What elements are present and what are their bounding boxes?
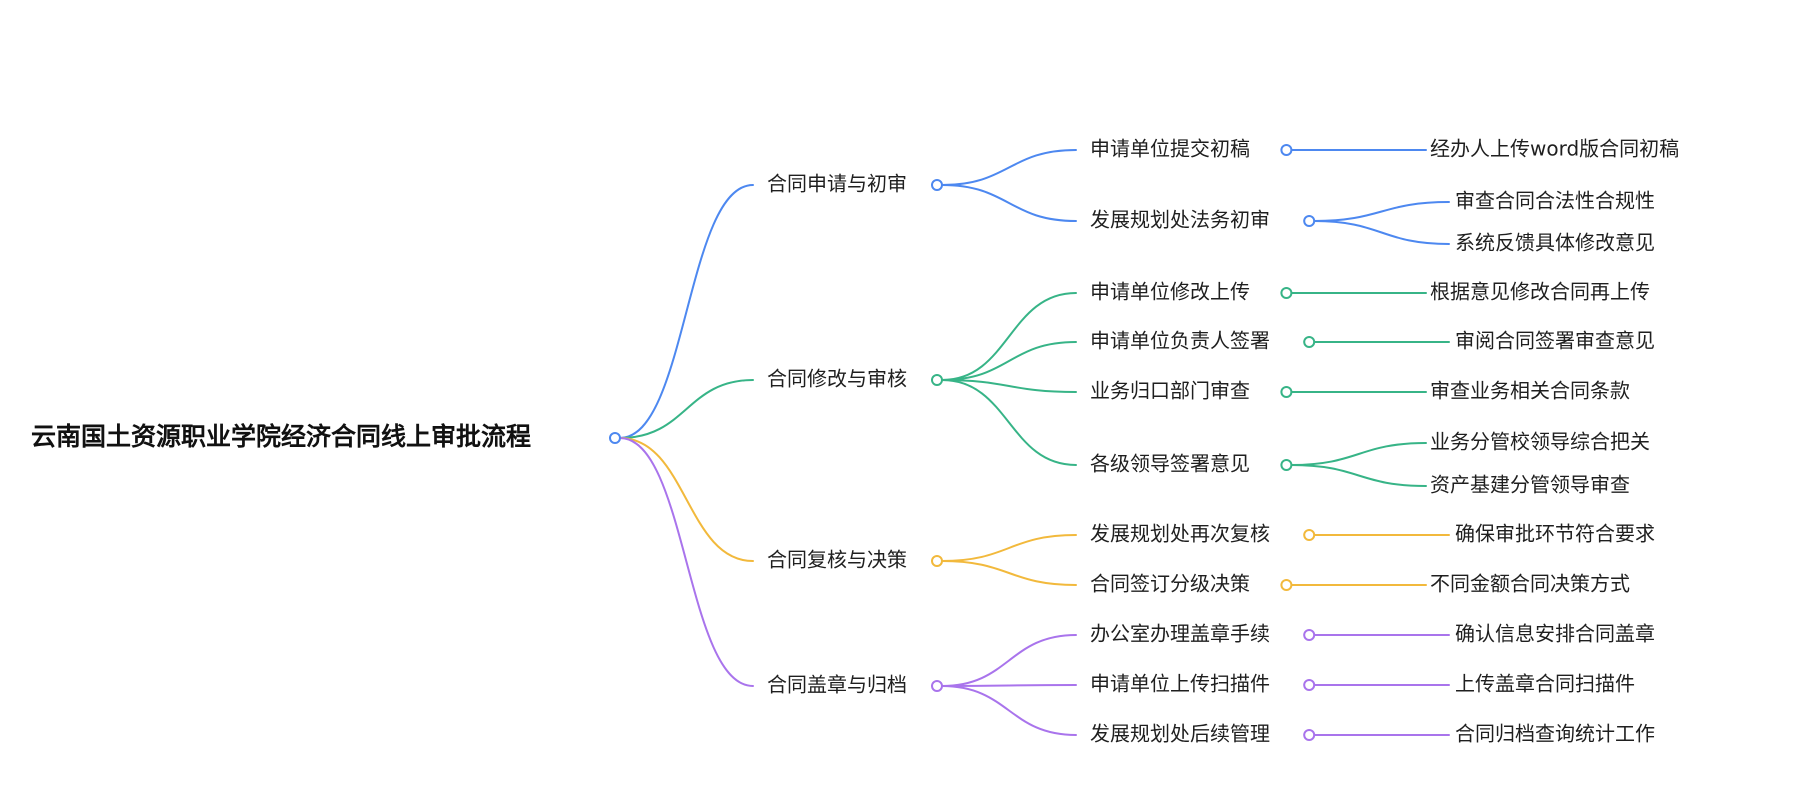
step-label-3-1: 申请单位上传扫描件	[1090, 672, 1270, 696]
root-title: 云南国土资源职业学院经济合同线上审批流程	[31, 422, 531, 451]
step-label-1-2: 业务归口部门审查	[1090, 379, 1250, 403]
child-link-0-1	[941, 184, 1077, 222]
child-link-1-1	[941, 341, 1077, 381]
branch-link-1	[619, 379, 754, 439]
branch-label-2: 合同复核与决策	[767, 548, 907, 572]
leaf-link-0-1-0	[1313, 201, 1450, 222]
branch-dot-2	[931, 555, 943, 567]
child-link-0-0	[941, 149, 1077, 186]
child-link-2-0	[941, 534, 1077, 562]
step-dot-3-1	[1303, 679, 1316, 691]
child-link-3-1	[941, 684, 1077, 687]
child-link-1-2	[941, 379, 1077, 393]
branch-label-3: 合同盖章与归档	[767, 673, 907, 697]
step-dot-1-1	[1303, 336, 1316, 348]
detail-label-0-1-1: 系统反馈具体修改意见	[1455, 231, 1655, 255]
step-label-2-1: 合同签订分级决策	[1090, 572, 1250, 596]
leaf-link-1-3-0	[1290, 442, 1427, 466]
step-label-3-2: 发展规划处后续管理	[1090, 722, 1270, 746]
step-label-0-1: 发展规划处法务初审	[1090, 208, 1270, 232]
leaf-link-1-3-1	[1290, 464, 1427, 487]
step-dot-0-0	[1280, 144, 1293, 156]
detail-label-3-0-0: 确认信息安排合同盖章	[1455, 622, 1655, 646]
detail-label-3-1-0: 上传盖章合同扫描件	[1455, 672, 1635, 696]
step-label-3-0: 办公室办理盖章手续	[1090, 622, 1270, 646]
child-link-1-3	[941, 379, 1077, 466]
detail-label-2-0-0: 确保审批环节符合要求	[1455, 522, 1655, 546]
step-label-2-0: 发展规划处再次复核	[1090, 522, 1270, 546]
detail-label-3-2-0: 合同归档查询统计工作	[1455, 722, 1655, 746]
child-link-3-2	[941, 685, 1077, 736]
child-link-1-0	[941, 292, 1077, 381]
branch-link-2	[619, 437, 754, 562]
node-layer: 云南国土资源职业学院经济合同线上审批流程 合同申请与初审 申请单位提交初稿 经办人上传…	[31, 137, 1679, 746]
step-dot-1-2	[1280, 386, 1293, 398]
root-connector-dot	[609, 432, 621, 444]
connector-layer	[619, 149, 1450, 736]
step-label-1-3: 各级领导签署意见	[1090, 452, 1250, 476]
detail-label-0-0-0: 经办人上传word版合同初稿	[1430, 137, 1679, 161]
child-link-2-1	[941, 560, 1077, 586]
detail-label-1-3-1: 资产基建分管领导审查	[1430, 473, 1630, 497]
step-dot-3-2	[1303, 729, 1316, 741]
branch-link-3	[619, 437, 754, 687]
detail-label-1-2-0: 审查业务相关合同条款	[1430, 379, 1630, 403]
step-dot-3-0	[1303, 629, 1316, 641]
branch-dot-0	[931, 179, 943, 191]
branch-dot-3	[931, 680, 943, 692]
detail-label-1-3-0: 业务分管校领导综合把关	[1430, 430, 1650, 454]
branch-link-0	[619, 184, 754, 439]
step-dot-1-0	[1280, 287, 1293, 299]
step-label-0-0: 申请单位提交初稿	[1090, 137, 1250, 161]
branch-label-1: 合同修改与审核	[767, 367, 907, 391]
detail-label-1-1-0: 审阅合同签署审查意见	[1455, 329, 1655, 353]
detail-label-2-1-0: 不同金额合同决策方式	[1430, 572, 1630, 596]
step-dot-0-1	[1303, 215, 1316, 227]
branch-dot-1	[931, 374, 943, 386]
detail-label-1-0-0: 根据意见修改合同再上传	[1430, 280, 1650, 304]
step-dot-2-0	[1303, 529, 1316, 541]
step-label-1-1: 申请单位负责人签署	[1090, 329, 1270, 353]
detail-label-0-1-0: 审查合同合法性合规性	[1455, 189, 1655, 213]
step-dot-1-3	[1280, 459, 1293, 471]
leaf-link-0-1-1	[1313, 220, 1450, 245]
child-link-3-0	[941, 634, 1077, 687]
step-label-1-0: 申请单位修改上传	[1090, 280, 1250, 304]
branch-label-0: 合同申请与初审	[767, 172, 907, 196]
step-dot-2-1	[1280, 579, 1293, 591]
